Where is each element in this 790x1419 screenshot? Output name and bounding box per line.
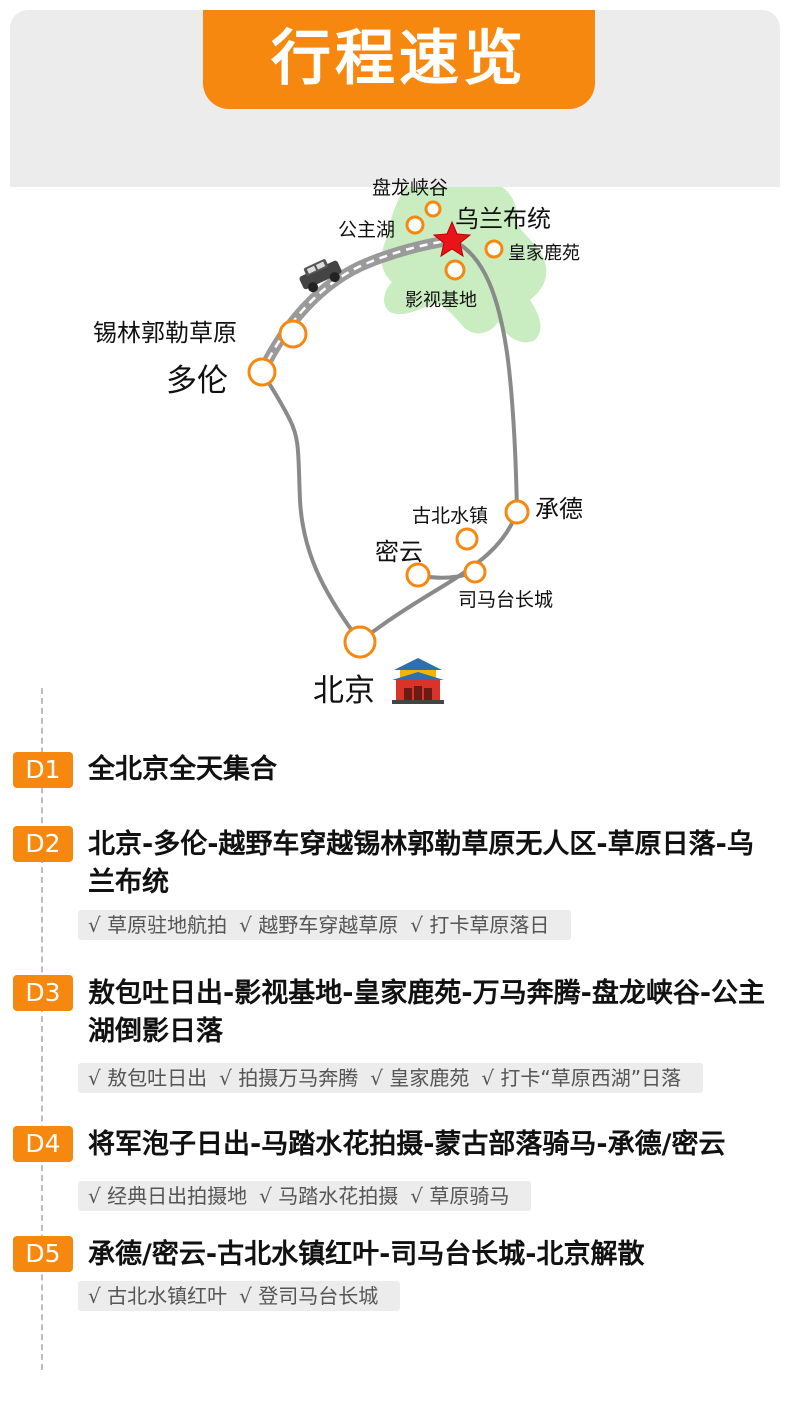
tag: √ 登司马台长城 — [239, 1284, 379, 1308]
tag: √ 马踏水花拍摄 — [259, 1184, 399, 1208]
day-tags: √ 古北水镇红叶 √ 登司马台长城 — [78, 1281, 401, 1311]
tag: √ 打卡“草原西湖”日落 — [481, 1066, 682, 1090]
day-tags: √ 草原驻地航拍 √ 越野车穿越草原 √ 打卡草原落日 — [78, 910, 572, 940]
tag: √ 经典日出拍摄地 — [88, 1184, 248, 1208]
label-panlong: 盘龙峡谷 — [372, 177, 449, 199]
day-badge: D1 — [13, 752, 73, 788]
marker-xilin — [278, 319, 308, 349]
marker-miyun — [405, 562, 431, 588]
label-yingshi: 影视基地 — [405, 290, 477, 311]
route-wulanbutong-chengde — [450, 238, 519, 514]
day-title: 北京-多伦-越野车穿越锡林郭勒草原无人区-草原日落-乌兰布统 — [88, 829, 754, 898]
label-beijing: 北京 — [313, 673, 375, 709]
day-badge: D3 — [13, 975, 73, 1011]
label-duolun: 多伦 — [166, 363, 228, 399]
day-badge: D5 — [13, 1236, 73, 1272]
marker-huangjialuyuan — [484, 239, 504, 259]
route-map: 盘龙峡谷 乌兰布统 公主湖 皇家鹿苑 影视基地 锡林郭勒草原 多伦 承德 古北水… — [0, 177, 790, 717]
marker-chengde — [504, 499, 530, 525]
label-chengde: 承德 — [535, 495, 583, 523]
label-huangjialuyuan: 皇家鹿苑 — [508, 243, 580, 264]
label-gubei: 古北水镇 — [412, 505, 489, 527]
day-tags: √ 经典日出拍摄地 √ 马踏水花拍摄 √ 草原骑马 — [78, 1181, 532, 1211]
page-title: 行程速览 — [203, 10, 595, 109]
marker-gongzhuhu — [405, 215, 425, 235]
marker-duolun — [247, 357, 277, 387]
star-icon — [432, 220, 472, 258]
tag: √ 草原驻地航拍 — [88, 913, 228, 937]
tag: √ 越野车穿越草原 — [239, 913, 399, 937]
day-tags: √ 敖包吐日出 √ 拍摄万马奔腾 √ 皇家鹿苑 √ 打卡“草原西湖”日落 — [78, 1063, 704, 1093]
day-title: 承德/密云-古北水镇红叶-司马台长城-北京解散 — [88, 1239, 645, 1270]
tag: √ 草原骑马 — [410, 1184, 510, 1208]
route-offroad-dash — [260, 238, 453, 373]
tag: √ 敖包吐日出 — [88, 1066, 208, 1090]
tag: √ 拍摄万马奔腾 — [219, 1066, 359, 1090]
route-beijing-duolun — [260, 370, 362, 644]
marker-yingshi — [444, 259, 466, 281]
marker-beijing — [343, 625, 377, 659]
day-title: 全北京全天集合 — [88, 754, 277, 785]
tag: √ 皇家鹿苑 — [370, 1066, 470, 1090]
label-miyun: 密云 — [375, 538, 423, 566]
day-title: 将军泡子日出-马踏水花拍摄-蒙古部落骑马-承德/密云 — [88, 1129, 726, 1160]
label-xilin: 锡林郭勒草原 — [93, 319, 237, 347]
tag: √ 打卡草原落日 — [410, 913, 550, 937]
timeline-line — [41, 688, 43, 1370]
marker-panlong — [424, 200, 442, 218]
day-badge: D4 — [13, 1126, 73, 1162]
marker-gubei — [455, 527, 479, 551]
label-wulanbutong: 乌兰布统 — [455, 205, 551, 233]
label-gongzhuhu: 公主湖 — [338, 219, 396, 241]
day-badge: D2 — [13, 826, 73, 862]
tag: √ 古北水镇红叶 — [88, 1284, 228, 1308]
route-map-svg — [247, 187, 547, 704]
route-chengde-beijing — [358, 510, 519, 644]
offroad-car-icon — [299, 259, 342, 293]
marker-simatai — [463, 560, 487, 584]
palace-gate-icon — [392, 658, 444, 704]
label-simatai: 司马台长城 — [458, 589, 554, 611]
day-title: 敖包吐日出-影视基地-皇家鹿苑-万马奔腾-盘龙峡谷-公主湖倒影日落 — [88, 978, 766, 1047]
